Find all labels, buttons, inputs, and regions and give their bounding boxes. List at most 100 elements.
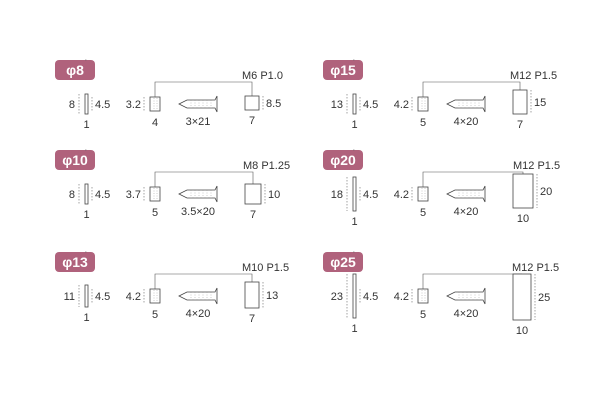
screw-body (446, 287, 486, 305)
thread-callout: M8 P1.25 (154, 160, 290, 187)
sleeve: 3.7 5 (126, 186, 161, 219)
nut-width-label: 10 (517, 213, 529, 225)
sleeve-width-label: 5 (420, 309, 426, 321)
thread-callout: M10 P1.5 (154, 262, 289, 289)
washer-height-label: 23 (331, 291, 343, 303)
sleeve-body (149, 288, 161, 304)
parts-drawing: 23 4.5 1 4.2 5 4×20 (331, 251, 559, 337)
nut-height-label: 8.5 (266, 98, 281, 110)
screw-size-label: 4×20 (454, 206, 479, 218)
nut: 13 7 (244, 281, 278, 325)
washer-width-label: 1 (83, 209, 89, 221)
parts-drawing: 13 4.5 1 4.2 5 4×20 (331, 59, 557, 131)
sleeve-body (149, 186, 161, 202)
size-group-2: φ10 8 4.5 1 3.7 5 (55, 149, 315, 240)
thread-spec-label: M10 P1.5 (242, 262, 289, 274)
thread-callout: M12 P1.5 (422, 262, 559, 289)
screw: 4×20 (178, 287, 218, 320)
screw-body (178, 185, 218, 203)
nut-body (512, 173, 534, 209)
screw: 4×20 (446, 185, 486, 218)
parts-drawing: 8 4.5 1 3.7 5 3.5×20 (69, 149, 290, 221)
washer-width-label: 1 (83, 119, 89, 131)
diameter-badge: φ10 (55, 150, 95, 170)
washer: 23 4.5 1 (331, 251, 378, 335)
washer: 8 4.5 1 (69, 59, 110, 131)
nut: 25 10 (512, 273, 550, 337)
washer-thickness-label: 4.5 (363, 99, 378, 111)
nut-height-label: 15 (534, 97, 546, 109)
sleeve-height-label: 4.2 (394, 189, 409, 201)
thread-spec-label: M12 P1.5 (512, 262, 559, 274)
parts-drawing: 18 4.5 1 4.2 5 4×20 (331, 149, 560, 228)
size-group-1: φ15 13 4.5 1 4.2 5 (323, 59, 583, 150)
sleeve-width-label: 5 (152, 309, 158, 321)
screw: 4×20 (446, 287, 486, 320)
nut: 8.5 7 (244, 95, 281, 127)
diameter-badge: φ25 (323, 252, 363, 272)
washer-height-label: 8 (69, 99, 75, 111)
sleeve-height-label: 4.2 (394, 291, 409, 303)
nut-body (244, 95, 260, 111)
screw-size-label: 4×20 (186, 308, 211, 320)
screw-body (178, 287, 218, 305)
size-group-3: φ20 18 4.5 1 4.2 5 (323, 149, 583, 240)
nut-height-label: 20 (540, 186, 552, 198)
sleeve: 4.2 5 (394, 96, 429, 129)
washer-width-label: 1 (83, 312, 89, 324)
nut-width-label: 10 (516, 325, 528, 337)
screw: 4×20 (446, 95, 486, 128)
screw: 3.5×20 (178, 185, 218, 218)
sleeve: 4.2 5 (394, 288, 429, 321)
sleeve-width-label: 5 (152, 207, 158, 219)
sleeve-body (149, 96, 161, 112)
washer-height-label: 8 (69, 189, 75, 201)
nut-height-label: 25 (538, 292, 550, 304)
screw-size-label: 3×21 (186, 116, 211, 128)
screw-size-label: 4×20 (454, 308, 479, 320)
sleeve-height-label: 4.2 (126, 291, 141, 303)
sleeve-height-label: 4.2 (394, 99, 409, 111)
thread-spec-label: M12 P1.5 (510, 70, 557, 82)
washer-width-label: 1 (351, 119, 357, 131)
screw-body (446, 95, 486, 113)
washer: 8 4.5 1 (69, 149, 110, 221)
nut: 10 7 (244, 183, 280, 221)
nut-body (512, 89, 528, 115)
washer-height-label: 11 (64, 291, 75, 303)
size-group-0: φ8 8 4.5 1 3.2 4 (55, 59, 315, 150)
nut-height-label: 10 (268, 189, 280, 201)
sleeve-body (417, 96, 429, 112)
sleeve-width-label: 5 (420, 117, 426, 129)
washer-thickness-label: 4.5 (95, 99, 110, 111)
washer: 18 4.5 1 (331, 149, 378, 228)
washer-thickness-label: 4.5 (363, 291, 378, 303)
sleeve-body (417, 288, 429, 304)
nut-body (244, 183, 262, 205)
screw-size-label: 4×20 (454, 116, 479, 128)
screw-size-label: 3.5×20 (181, 206, 215, 218)
parts-drawing: 8 4.5 1 3.2 4 3×21 (69, 59, 283, 131)
washer-width-label: 1 (351, 323, 357, 335)
sleeve-height-label: 3.2 (126, 99, 141, 111)
screw-body (178, 95, 218, 113)
nut-body (244, 281, 260, 309)
diameter-badge: φ13 (55, 252, 95, 272)
sleeve: 4.2 5 (126, 288, 161, 321)
thread-spec-label: M6 P1.0 (242, 70, 283, 82)
washer-height-label: 13 (331, 99, 343, 111)
sleeve-width-label: 5 (420, 207, 426, 219)
screw: 3×21 (178, 95, 218, 128)
nut: 20 10 (512, 173, 552, 225)
nut-width-label: 7 (249, 313, 255, 325)
thread-spec-label: M8 P1.25 (243, 160, 290, 172)
sleeve-body (417, 186, 429, 202)
sleeve: 3.2 4 (126, 96, 161, 129)
diameter-badge: φ20 (323, 150, 363, 170)
nut-width-label: 7 (517, 119, 523, 131)
washer: 13 4.5 1 (331, 59, 378, 131)
thread-callout: M12 P1.5 (422, 160, 560, 187)
washer-width-label: 1 (351, 216, 357, 228)
thread-callout: M6 P1.0 (154, 70, 283, 97)
nut-width-label: 7 (250, 209, 256, 221)
